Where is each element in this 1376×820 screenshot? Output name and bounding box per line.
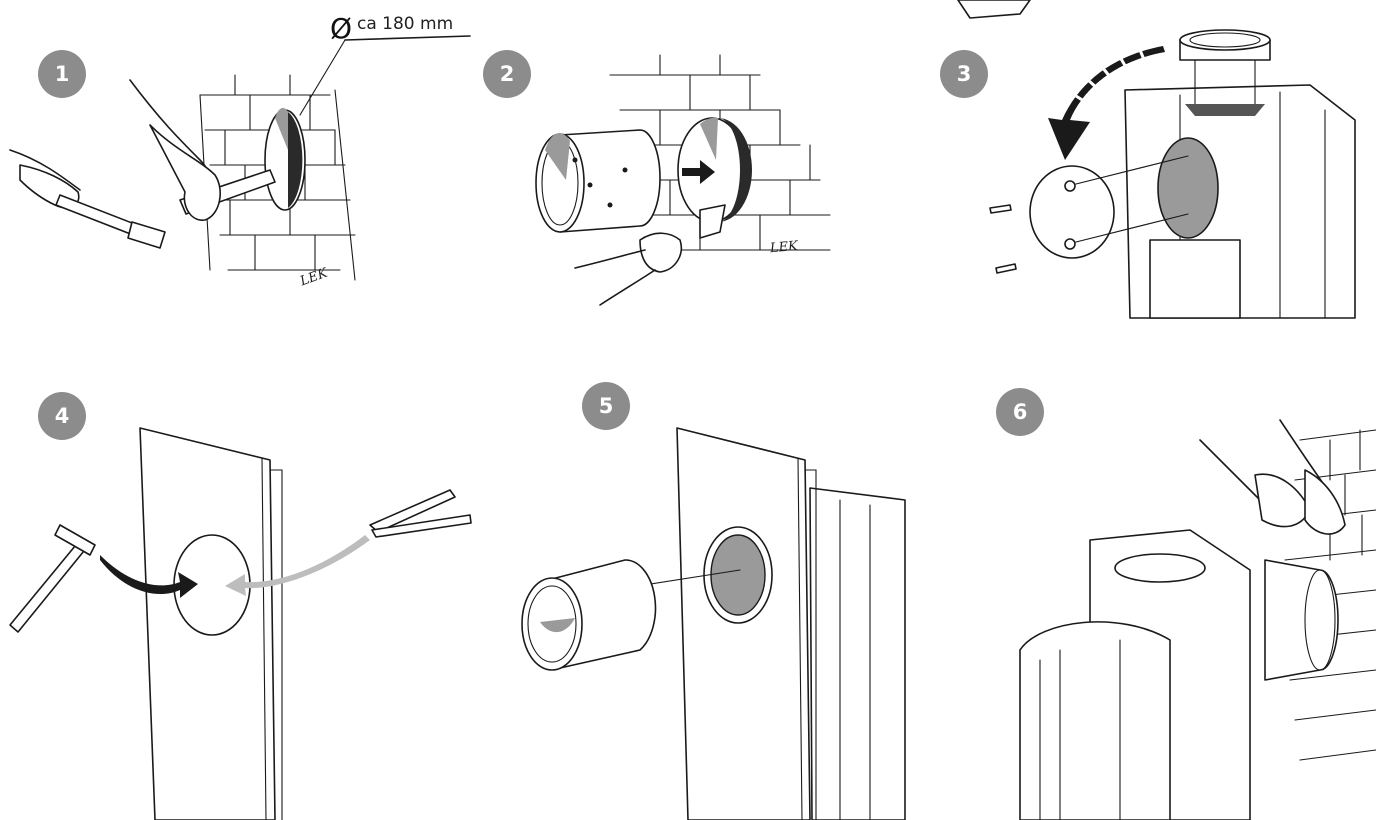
step-badge-3: 3 [940,50,988,98]
screws-3 [990,205,1016,273]
flue-opening-3 [1158,138,1218,238]
dimension-line [345,36,470,40]
diameter-symbol: Ø [330,12,352,45]
hammer-4 [10,525,95,632]
sleeve-pipe-2 [536,130,660,232]
step-badge-6: 6 [996,388,1044,436]
diameter-label: ca 180 mm [357,14,453,34]
side-panel-5 [677,428,810,820]
wall-hole-1 [265,108,305,210]
connector-pipe-5 [522,560,655,670]
stove-door-6 [1020,622,1170,820]
step-badge-5: 5 [582,382,630,430]
step-badge-4: 4 [38,392,86,440]
dimension-leader [300,40,345,115]
manual-booklet-3 [958,0,1030,18]
step-2-illustration [536,55,830,305]
connector-6 [1265,560,1338,680]
pliers-4 [370,490,471,537]
step-6-illustration [1020,420,1376,820]
step-badge-1: 1 [38,50,86,98]
step-5-illustration [522,428,905,820]
chisel-and-hands-1 [10,80,275,248]
step-4-illustration [10,428,471,820]
artist-signature-2: LEK [769,239,798,256]
step-3-illustration [958,0,1355,318]
step-badge-2: 2 [483,50,531,98]
